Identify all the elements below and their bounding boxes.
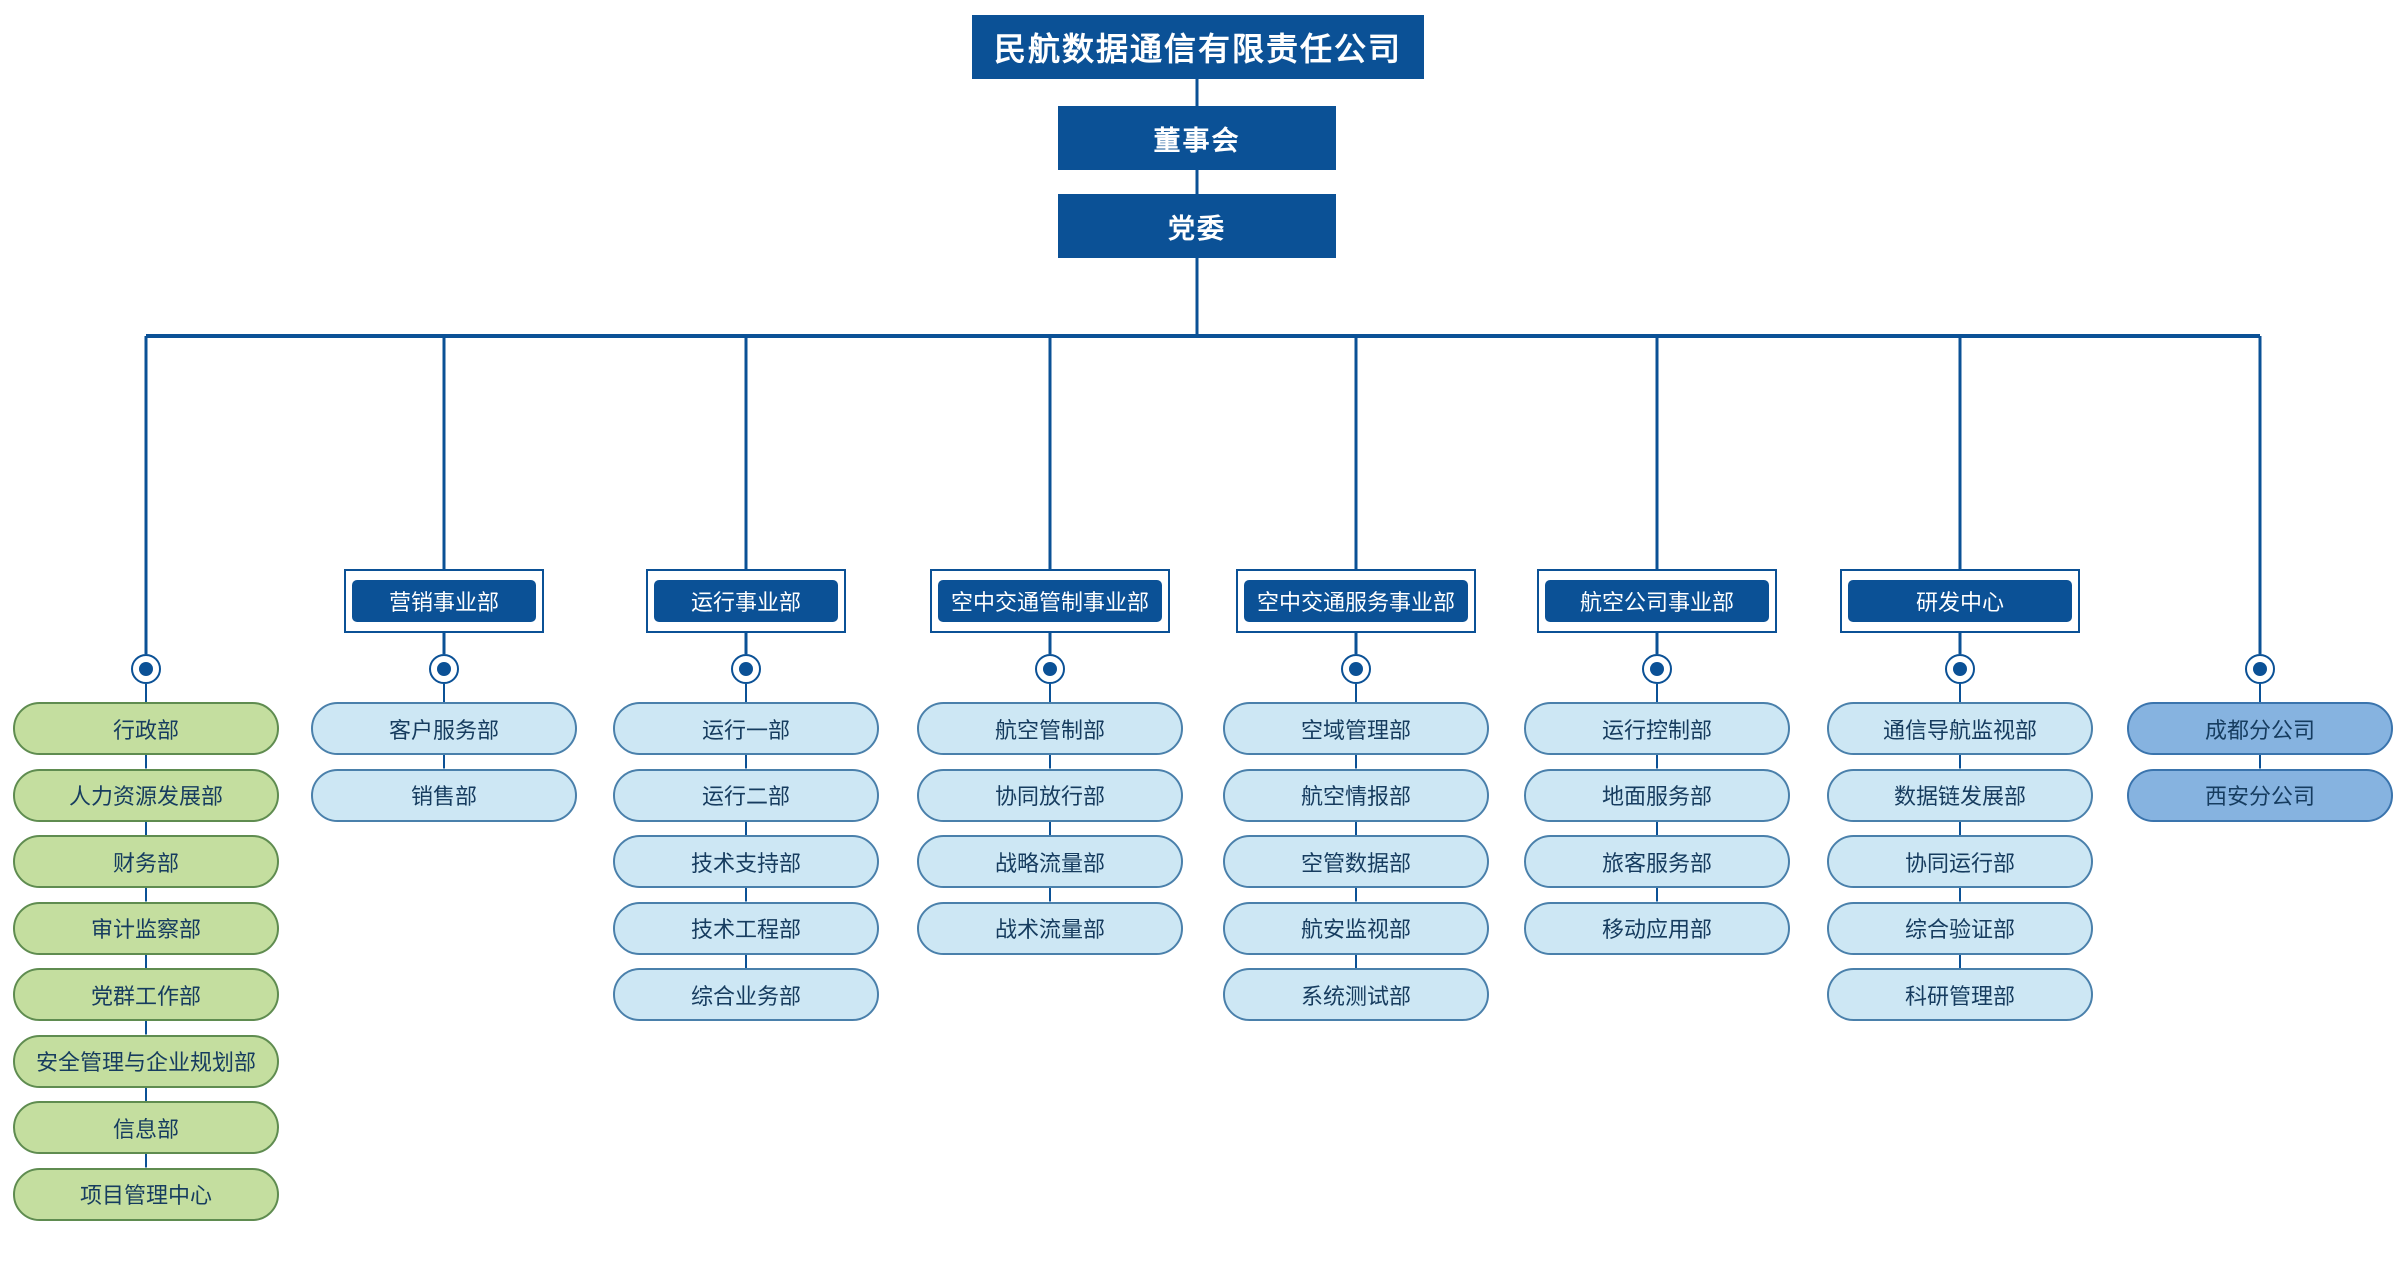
junction-dot-icon <box>1341 654 1371 684</box>
department-pill: 系统测试部 <box>1223 968 1489 1021</box>
board-box: 董事会 <box>1058 106 1336 170</box>
division-title: 研发中心 <box>1848 580 2072 622</box>
department-pill: 科研管理部 <box>1827 968 2093 1021</box>
party-box: 党委 <box>1058 194 1336 258</box>
department-pill: 审计监察部 <box>13 901 279 955</box>
division-box: 营销事业部 <box>344 569 544 633</box>
department-pill: 行政部 <box>13 702 279 755</box>
department-pill: 航空情报部 <box>1223 768 1489 822</box>
department-pill: 运行二部 <box>613 768 879 822</box>
company-name: 民航数据通信有限责任公司 <box>993 30 1402 68</box>
department-pill: 协同放行部 <box>917 768 1183 822</box>
department-pill: 党群工作部 <box>13 968 279 1021</box>
junction-dot-icon <box>1642 654 1672 684</box>
department-pill: 成都分公司 <box>2127 702 2393 755</box>
junction-dot-icon <box>1035 654 1065 684</box>
department-pill: 技术工程部 <box>613 901 879 955</box>
junction-dot-icon <box>429 654 459 684</box>
department-pill: 战略流量部 <box>917 835 1183 888</box>
junction-dot-icon <box>2245 654 2275 684</box>
junction-dot-icon <box>131 654 161 684</box>
company-box: 民航数据通信有限责任公司 <box>972 15 1424 79</box>
party-name: 党委 <box>1168 213 1226 245</box>
department-pill: 航安监视部 <box>1223 901 1489 955</box>
department-pill: 财务部 <box>13 835 279 888</box>
division-box: 研发中心 <box>1840 569 2080 633</box>
department-pill: 信息部 <box>13 1101 279 1154</box>
division-title: 航空公司事业部 <box>1545 580 1769 622</box>
department-pill: 战术流量部 <box>917 901 1183 955</box>
division-box: 运行事业部 <box>646 569 846 633</box>
department-pill: 数据链发展部 <box>1827 768 2093 822</box>
junction-dot-icon <box>731 654 761 684</box>
division-title: 空中交通服务事业部 <box>1244 580 1468 622</box>
division-title: 运行事业部 <box>654 580 838 622</box>
division-box: 空中交通管制事业部 <box>930 569 1170 633</box>
department-pill: 移动应用部 <box>1524 901 1790 955</box>
department-pill: 通信导航监视部 <box>1827 702 2093 755</box>
department-pill: 技术支持部 <box>613 835 879 888</box>
division-box: 航空公司事业部 <box>1537 569 1777 633</box>
department-pill: 销售部 <box>311 768 577 822</box>
department-pill: 项目管理中心 <box>13 1167 279 1221</box>
department-pill: 空域管理部 <box>1223 702 1489 755</box>
department-pill: 安全管理与企业规划部 <box>13 1034 279 1088</box>
junction-dot-icon <box>1945 654 1975 684</box>
department-pill: 人力资源发展部 <box>13 768 279 822</box>
department-pill: 协同运行部 <box>1827 835 2093 888</box>
division-box: 空中交通服务事业部 <box>1236 569 1476 633</box>
board-name: 董事会 <box>1153 125 1241 157</box>
division-title: 营销事业部 <box>352 580 536 622</box>
division-title: 空中交通管制事业部 <box>938 580 1162 622</box>
department-pill: 地面服务部 <box>1524 768 1790 822</box>
department-pill: 空管数据部 <box>1223 835 1489 888</box>
department-pill: 综合验证部 <box>1827 901 2093 955</box>
department-pill: 客户服务部 <box>311 702 577 755</box>
department-pill: 航空管制部 <box>917 702 1183 755</box>
department-pill: 综合业务部 <box>613 968 879 1021</box>
department-pill: 旅客服务部 <box>1524 835 1790 888</box>
department-pill: 运行控制部 <box>1524 702 1790 755</box>
department-pill: 西安分公司 <box>2127 768 2393 822</box>
department-pill: 运行一部 <box>613 702 879 755</box>
